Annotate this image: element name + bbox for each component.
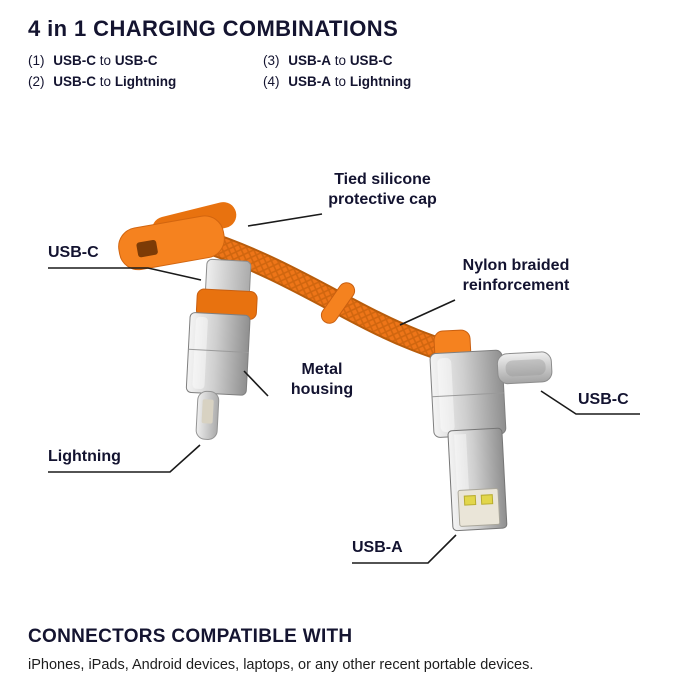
- right-connector: [429, 329, 553, 532]
- lightning-contact-pad: [201, 399, 214, 424]
- label-lightning: Lightning: [48, 448, 121, 465]
- combo-item-2: (2) USB-C to Lightning: [28, 74, 263, 95]
- compatibility-title: CONNECTORS COMPATIBLE WITH: [28, 626, 353, 647]
- label-usbc-left: USB-C: [48, 244, 99, 261]
- housing-highlight: [192, 316, 208, 389]
- combo-connector-b: USB-C: [349, 53, 393, 68]
- label-metal-housing: Metal housing: [290, 361, 354, 399]
- combo-item-4: (4) USB-A to Lightning: [263, 74, 672, 95]
- usba-contact: [480, 494, 494, 505]
- left-connector: [185, 258, 258, 440]
- combo-number: (4): [263, 74, 280, 89]
- housing-highlight: [437, 357, 455, 433]
- leader-nylon: [399, 299, 456, 326]
- combo-connector-a: USB-C: [53, 74, 97, 89]
- cap-body: [118, 215, 225, 271]
- braided-cable: [188, 228, 460, 364]
- leader-cap: [247, 213, 323, 227]
- combo-number: (2): [28, 74, 45, 89]
- combo-item-1: (1) USB-C to USB-C: [28, 53, 263, 74]
- label-nylon-braided: Nylon braided reinforcement: [462, 257, 570, 295]
- label-usbc-right: USB-C: [578, 391, 629, 408]
- combination-list: (1) USB-C to USB-C (2) USB-C to Lightnin…: [28, 53, 672, 95]
- combo-connector-b: Lightning: [349, 74, 412, 89]
- leader-usbc-left: [48, 267, 202, 281]
- tie-band: [320, 282, 356, 324]
- combo-conjunction: to: [99, 74, 112, 89]
- footer: CONNECTORS COMPATIBLE WITH iPhones, iPad…: [28, 626, 672, 673]
- header: 4 in 1 CHARGING COMBINATIONS (1) USB-C t…: [28, 16, 672, 95]
- leader-usba: [352, 534, 457, 564]
- housing-seam: [188, 348, 249, 353]
- housing-seam: [431, 392, 504, 398]
- combo-conjunction: to: [334, 53, 347, 68]
- page-title: 4 in 1 CHARGING COMBINATIONS: [28, 16, 399, 41]
- label-usba: USB-A: [352, 539, 403, 556]
- usbc-slot: [505, 359, 546, 377]
- silicone-tie: [320, 282, 356, 324]
- combo-connector-a: USB-C: [53, 53, 97, 68]
- combo-number: (3): [263, 53, 280, 68]
- combo-conjunction: to: [99, 53, 112, 68]
- leader-lightning: [48, 444, 201, 473]
- cap-keyring-hole: [136, 239, 158, 258]
- compatibility-subtitle: iPhones, iPads, Android devices, laptops…: [28, 657, 534, 673]
- label-tied-silicone-cap: Tied silicone protective cap: [328, 171, 437, 209]
- leader-usbc-right: [540, 390, 640, 415]
- usba-contact: [463, 495, 477, 506]
- combo-number: (1): [28, 53, 45, 68]
- combo-conjunction: to: [334, 74, 347, 89]
- combo-connector-b: Lightning: [114, 74, 177, 89]
- leader-lines: [48, 213, 640, 564]
- combo-item-3: (3) USB-A to USB-C: [263, 53, 672, 74]
- silicone-cap: [118, 202, 237, 271]
- combo-connector-a: USB-A: [288, 53, 332, 68]
- combo-connector-a: USB-A: [288, 74, 332, 89]
- usbc-plug-right: [496, 351, 553, 385]
- cable-braid: [190, 230, 458, 362]
- leader-metal-housing: [243, 370, 269, 397]
- usba-insert: [457, 487, 501, 527]
- combo-connector-b: USB-C: [114, 53, 158, 68]
